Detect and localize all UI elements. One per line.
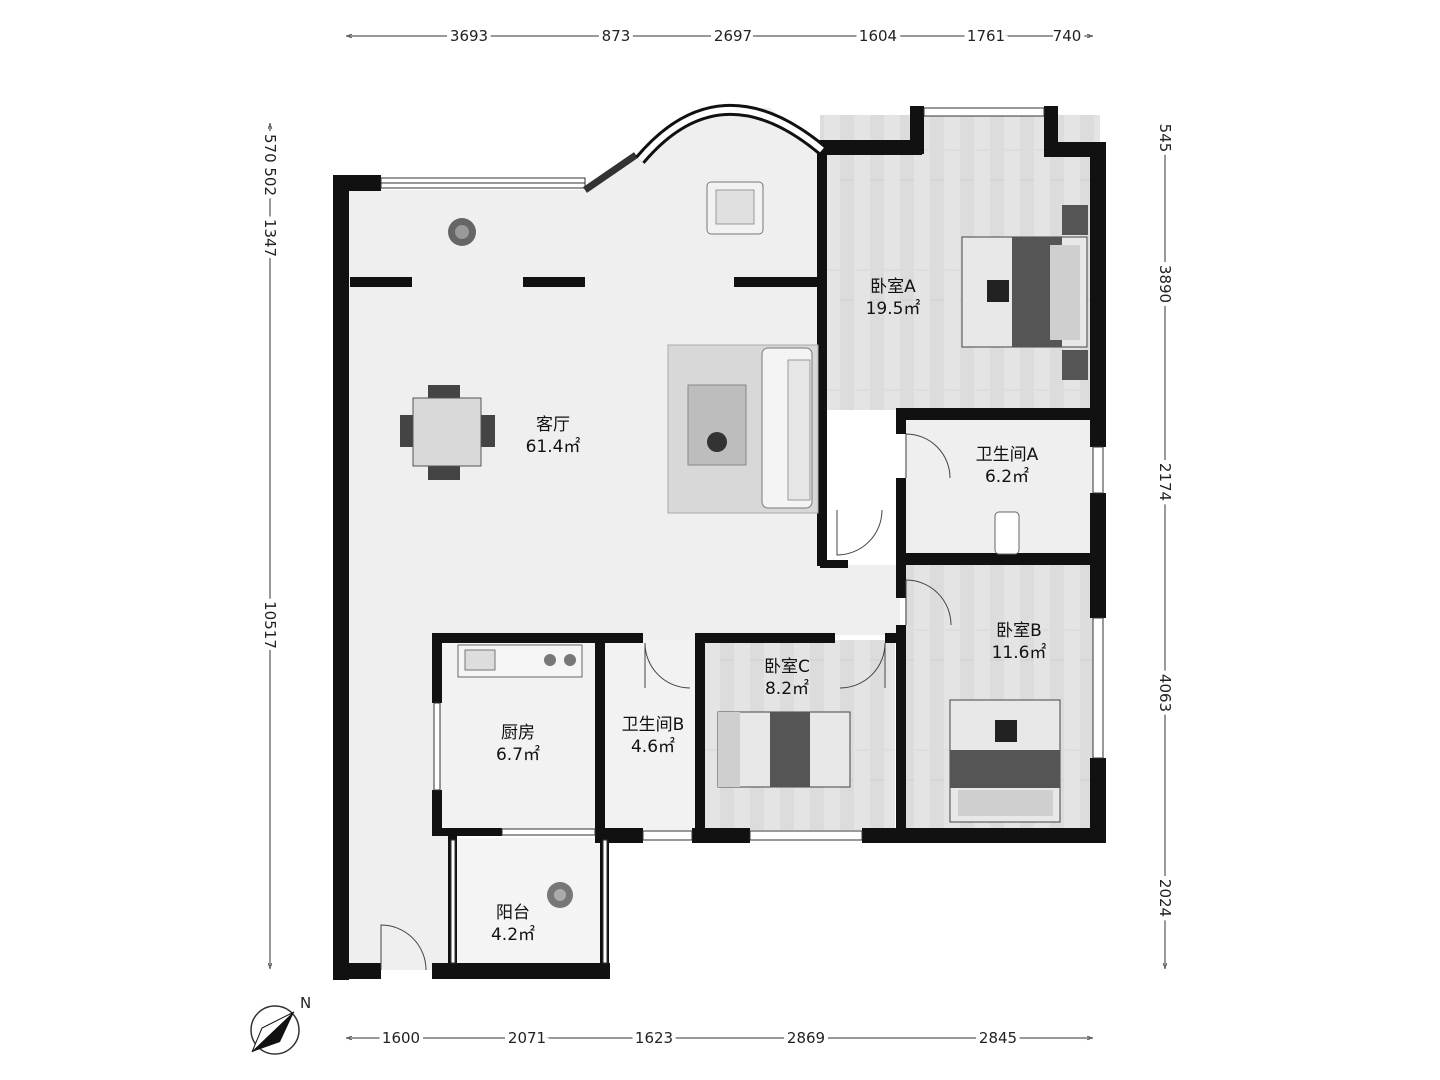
dimension-lines [270, 36, 1165, 1038]
dim-left-label: 570 502 [261, 134, 279, 196]
dining-table [400, 385, 495, 480]
bed-a [961, 205, 1088, 380]
room-area-bedA: 19.5㎡ [866, 299, 921, 319]
room-name-balcony: 阳台 [496, 903, 530, 923]
dim-left-label: 10517 [261, 601, 279, 649]
room-name-living: 客厅 [536, 415, 570, 435]
room-area-living: 61.4㎡ [526, 437, 581, 457]
room-name-bathA: 卫生间A [976, 445, 1039, 465]
bed-c [717, 711, 851, 788]
room-name-kitchen: 厨房 [501, 723, 535, 743]
plant [448, 218, 476, 246]
kitchen-counter [457, 644, 583, 678]
dimension-labels: 3693 873 2697 1604 1761 740 1600 2071 1623 2869 28… [257, 23, 1178, 1051]
dim-left-label: 1347 [261, 219, 279, 257]
armchair [706, 181, 764, 235]
dim-top-label: 1761 [967, 27, 1005, 45]
room-area-bedC: 8.2㎡ [765, 679, 809, 699]
dim-top-label: 740 [1053, 27, 1082, 45]
room-name-bathB: 卫生间B [622, 715, 685, 735]
compass: N [250, 994, 311, 1055]
compass-north-label: N [300, 994, 311, 1012]
dim-bottom-label: 1600 [382, 1029, 420, 1047]
bed-b [949, 699, 1061, 823]
room-name-bedA: 卧室A [870, 277, 916, 297]
room-area-bathA: 6.2㎡ [985, 467, 1029, 487]
walls [333, 106, 1106, 980]
dim-top-label: 3693 [450, 27, 488, 45]
room-area-kitchen: 6.7㎡ [496, 745, 540, 765]
room-area-balcony: 4.2㎡ [491, 925, 535, 945]
dim-bottom-label: 2845 [979, 1029, 1017, 1047]
dim-right-label: 2174 [1156, 463, 1174, 501]
dim-right-label: 3890 [1156, 265, 1174, 303]
dim-right-label: 4063 [1156, 674, 1174, 712]
dim-bottom-label: 2869 [787, 1029, 825, 1047]
balcony-plant [547, 882, 573, 908]
room-area-bathB: 4.6㎡ [631, 737, 675, 757]
windows [380, 104, 1104, 964]
toilet [994, 511, 1020, 555]
room-name-bedC: 卧室C [764, 657, 810, 677]
dim-right-label: 545 [1156, 124, 1174, 153]
dim-top-label: 1604 [859, 27, 897, 45]
sofa-set [667, 344, 819, 514]
room-area-bedB: 11.6㎡ [992, 643, 1047, 663]
dim-top-label: 2697 [714, 27, 752, 45]
door-swings [380, 433, 952, 971]
dim-top-label: 873 [602, 27, 631, 45]
dim-bottom-label: 2071 [508, 1029, 546, 1047]
room-name-bedB: 卧室B [996, 621, 1042, 641]
dim-bottom-label: 1623 [635, 1029, 673, 1047]
dim-right-label: 2024 [1156, 879, 1174, 917]
